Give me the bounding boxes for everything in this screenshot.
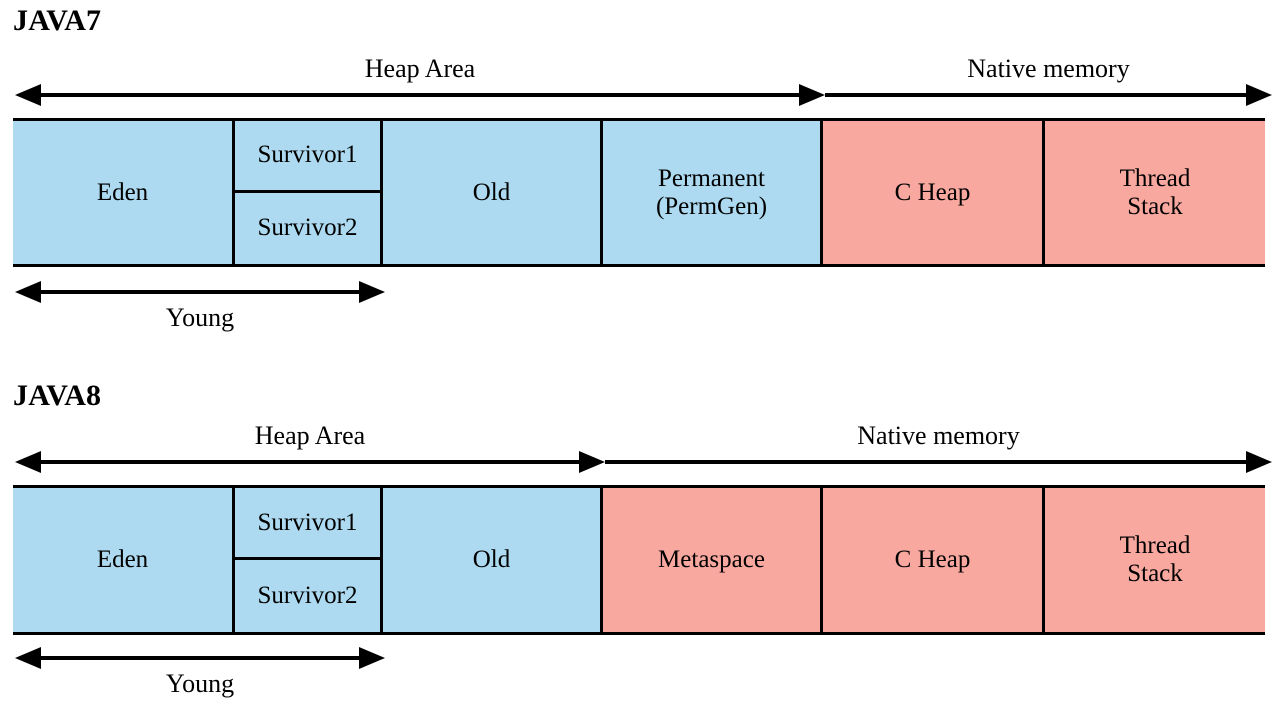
java7-region-eden[interactable]: Eden [13, 121, 235, 264]
java8-region-eden[interactable]: Eden [13, 488, 235, 632]
java8-region-survivor2[interactable]: Survivor2 [235, 560, 380, 632]
java8-native-memory-label: Native memory [857, 421, 1020, 450]
java7-young-arrow [15, 281, 385, 303]
java8-region-eden-label: Eden [96, 546, 149, 573]
java8-heap-area-arrow [15, 451, 605, 473]
java8-title: JAVA8 [13, 379, 102, 412]
java7-region-survivor1[interactable]: Survivor1 [235, 121, 380, 193]
java7-native-memory-arrow [825, 84, 1272, 106]
java7-region-survivor2[interactable]: Survivor2 [235, 192, 380, 264]
java7-heap-area-label: Heap Area [364, 54, 476, 83]
java7-region-old-label: Old [472, 178, 511, 206]
java8-region-old-label: Old [472, 546, 511, 573]
java8-region-survivor1-label: Survivor1 [257, 508, 358, 536]
java7-region-permanent-label: Permanent(PermGen) [655, 164, 768, 220]
java7-region-survivor2-label: Survivor2 [257, 214, 358, 242]
java7-region-permanent[interactable]: Permanent(PermGen) [603, 121, 823, 264]
java8-young-arrow [15, 647, 385, 669]
java7-native-memory-label: Native memory [967, 54, 1130, 83]
java7-region-c-heap[interactable]: C Heap [823, 121, 1045, 264]
java8-region-metaspace-label: Metaspace [658, 546, 765, 573]
java8-heap-area-label: Heap Area [254, 421, 366, 450]
java7-heap-area-arrow [15, 84, 825, 106]
java7-title: JAVA7 [13, 4, 102, 37]
java8-native-memory-arrow [605, 451, 1272, 473]
java8-region-survivor1[interactable]: Survivor1 [235, 488, 380, 560]
java8-region-old[interactable]: Old [383, 488, 603, 632]
java8-region-c-heap-label: C Heap [894, 546, 971, 573]
java7-young-label: Young [165, 303, 235, 332]
java7-region-c-heap-label: C Heap [894, 178, 971, 206]
java8-young-label: Young [165, 669, 235, 698]
java7-region-old[interactable]: Old [383, 121, 603, 264]
java7-region-survivor1-label: Survivor1 [257, 141, 358, 169]
java8-region-survivor2-label: Survivor2 [257, 582, 358, 609]
java8-region-c-heap[interactable]: C Heap [823, 488, 1045, 632]
java7-region-eden-label: Eden [96, 178, 149, 206]
java8-region-metaspace[interactable]: Metaspace [603, 488, 823, 632]
